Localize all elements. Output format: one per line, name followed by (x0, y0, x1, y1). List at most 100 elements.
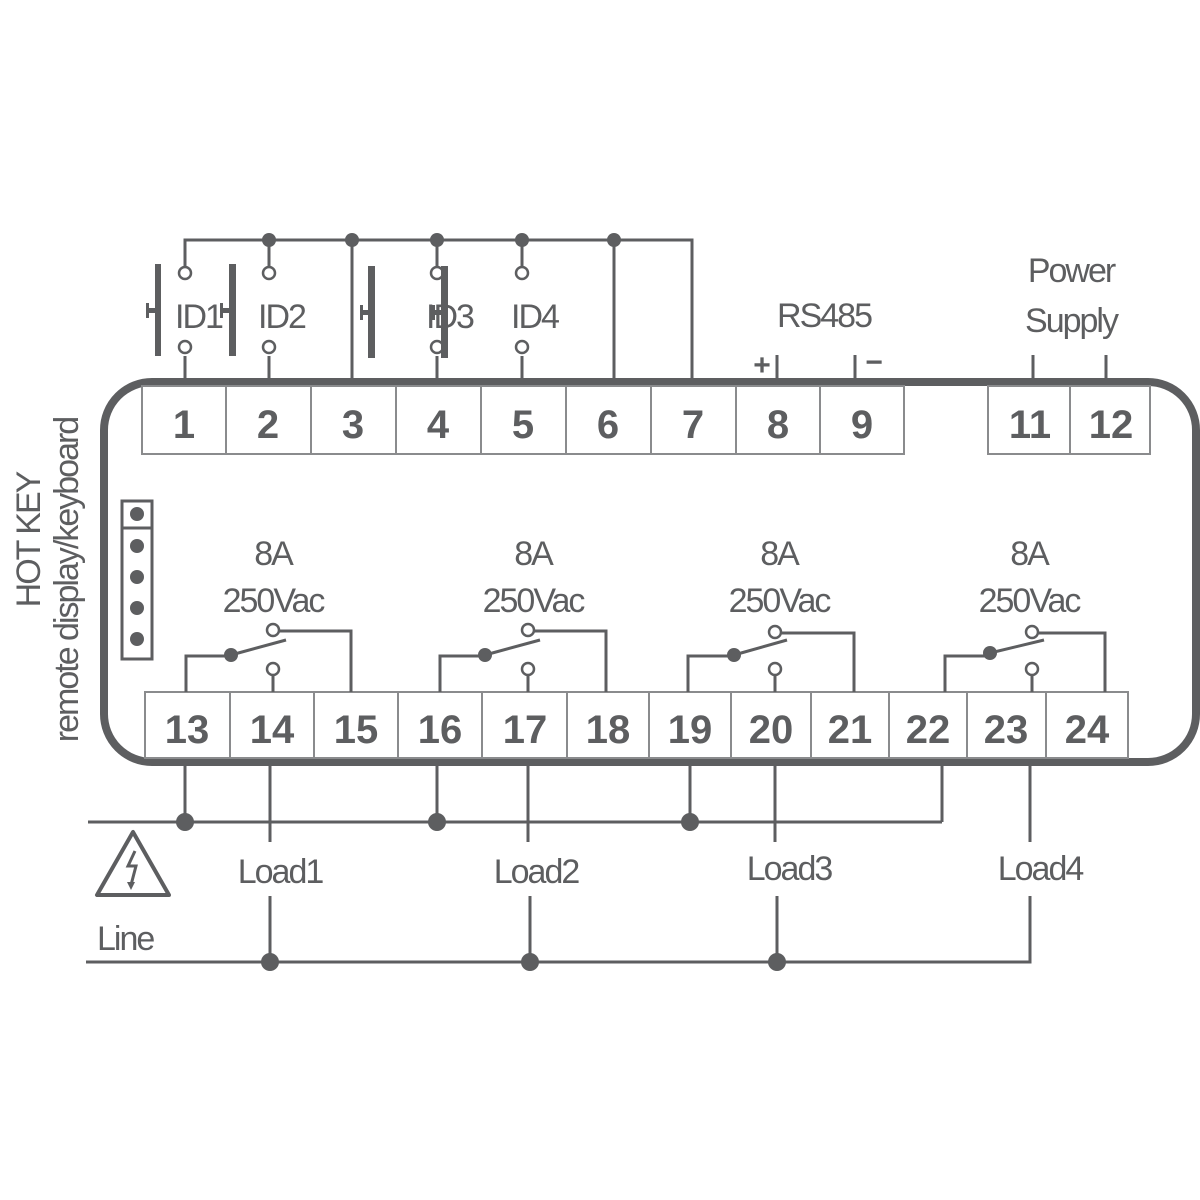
rs485-plus-sign: + (753, 349, 771, 382)
terminal-label-23: 23 (984, 708, 1029, 752)
load-4-label: Load4 (998, 850, 1084, 888)
hot-key-port: HOT KEY remote display/keyboard (10, 418, 154, 743)
junction-dot (261, 953, 279, 971)
high-voltage-warning-icon (95, 830, 171, 897)
terminal-2 (225, 385, 312, 455)
bottom-terminal-block: 13 14 15 16 17 18 19 20 21 22 23 24 (144, 691, 1129, 759)
terminal-label-18: 18 (586, 708, 631, 752)
terminal-14 (229, 691, 315, 759)
terminal-label-8: 8 (767, 403, 789, 447)
load-2-label: Load2 (494, 853, 580, 891)
relay-4-current: 8A (1010, 535, 1050, 573)
terminal-label-5: 5 (512, 403, 534, 447)
id1-switch: ID1 (146, 264, 225, 382)
terminal-label-16: 16 (418, 708, 463, 752)
terminal-label-6: 6 (597, 403, 619, 447)
terminal-label-14: 14 (250, 708, 295, 752)
terminal-label-2: 2 (257, 403, 279, 447)
terminal-label-19: 19 (668, 708, 713, 752)
terminal-19 (648, 691, 732, 759)
terminal-label-3: 3 (342, 403, 364, 447)
id4-switch: ID4 (432, 240, 561, 382)
relay-4: 8A 250Vac (943, 535, 1107, 692)
terminal-16 (397, 691, 483, 759)
id3-switch: ID3 (360, 240, 476, 382)
terminal-label-21: 21 (828, 708, 873, 752)
terminal-17 (481, 691, 568, 759)
terminal-label-4: 4 (427, 403, 450, 447)
rs485-minus-sign: − (865, 346, 883, 379)
load-2: Load2 (494, 762, 581, 891)
junction-dot (521, 953, 539, 971)
line-bus (88, 762, 944, 831)
terminal-13 (144, 691, 231, 759)
power-supply-label-line2: Supply (1025, 302, 1119, 340)
terminal-label-17: 17 (503, 708, 548, 752)
relay-2: 8A 250Vac (438, 535, 608, 692)
terminal-label-12: 12 (1089, 403, 1134, 447)
terminal-4 (395, 385, 482, 455)
relay-1-current: 8A (254, 535, 294, 573)
hot-key-label: HOT KEY (10, 471, 48, 607)
terminal-label-13: 13 (165, 708, 210, 752)
controller-case (100, 378, 1200, 766)
line-label: Line (97, 920, 154, 958)
junction-dot (428, 813, 446, 831)
power-terminal-block: 11 12 (987, 385, 1151, 455)
terminal-23 (966, 691, 1047, 759)
terminal-label-11: 11 (1009, 403, 1051, 447)
relay-4-voltage: 250Vac (979, 582, 1082, 620)
terminal-label-9: 9 (851, 403, 873, 447)
terminal-label-20: 20 (749, 708, 794, 752)
terminal-9 (819, 385, 905, 455)
id1-label: ID1 (175, 298, 223, 336)
id2-label: ID2 (258, 298, 306, 336)
terminal-5 (480, 385, 567, 455)
terminal-7 (650, 385, 737, 455)
junction-dot (768, 953, 786, 971)
terminal-24 (1045, 691, 1129, 759)
terminal-8 (735, 385, 821, 455)
terminal-label-7: 7 (682, 403, 704, 447)
relay-2-voltage: 250Vac (483, 582, 586, 620)
terminal-21 (810, 691, 890, 759)
return-wire (86, 896, 1032, 964)
load-3: Load3 (747, 762, 834, 888)
terminal-22 (888, 691, 968, 759)
relay-3: 8A 250Vac (686, 535, 856, 692)
load-1: Load1 (238, 762, 325, 891)
terminal-label-22: 22 (906, 708, 951, 752)
id4-label: ID4 (511, 298, 559, 336)
relay-2-current: 8A (514, 535, 554, 573)
return-bus (86, 896, 1032, 971)
junction-dot (345, 233, 359, 247)
power-supply-connection: Power Supply (1025, 252, 1121, 382)
rs485-label: RS485 (777, 297, 872, 335)
terminal-6 (565, 385, 652, 455)
load-3-label: Load3 (747, 850, 833, 888)
id2-switch: ID2 (220, 240, 308, 382)
terminal-18 (566, 691, 650, 759)
terminal-label-15: 15 (334, 708, 379, 752)
load-1-label: Load1 (238, 853, 324, 891)
relay-1-voltage: 250Vac (223, 582, 326, 620)
terminal-20 (730, 691, 812, 759)
junction-dot (681, 813, 699, 831)
junction-dot (607, 233, 621, 247)
rs485-connection: RS485 + − (753, 297, 883, 382)
terminal-11 (987, 385, 1071, 455)
terminal-label-24: 24 (1065, 708, 1110, 752)
terminal-label-1: 1 (173, 403, 195, 447)
relay-3-current: 8A (760, 535, 800, 573)
relay-3-voltage: 250Vac (729, 582, 832, 620)
power-supply-label-line1: Power (1028, 252, 1116, 290)
digital-input-wiring: ID1 ID2 ID3 (146, 233, 694, 382)
terminal-12 (1069, 385, 1151, 455)
top-terminal-block: 1 2 3 4 5 6 7 8 9 (141, 385, 905, 455)
remote-display-keyboard-label: remote display/keyboard (48, 418, 86, 743)
relay-1: 8A 250Vac (184, 535, 353, 692)
terminal-1 (141, 385, 227, 455)
load-4: Load4 (998, 762, 1085, 888)
junction-dot (176, 813, 194, 831)
